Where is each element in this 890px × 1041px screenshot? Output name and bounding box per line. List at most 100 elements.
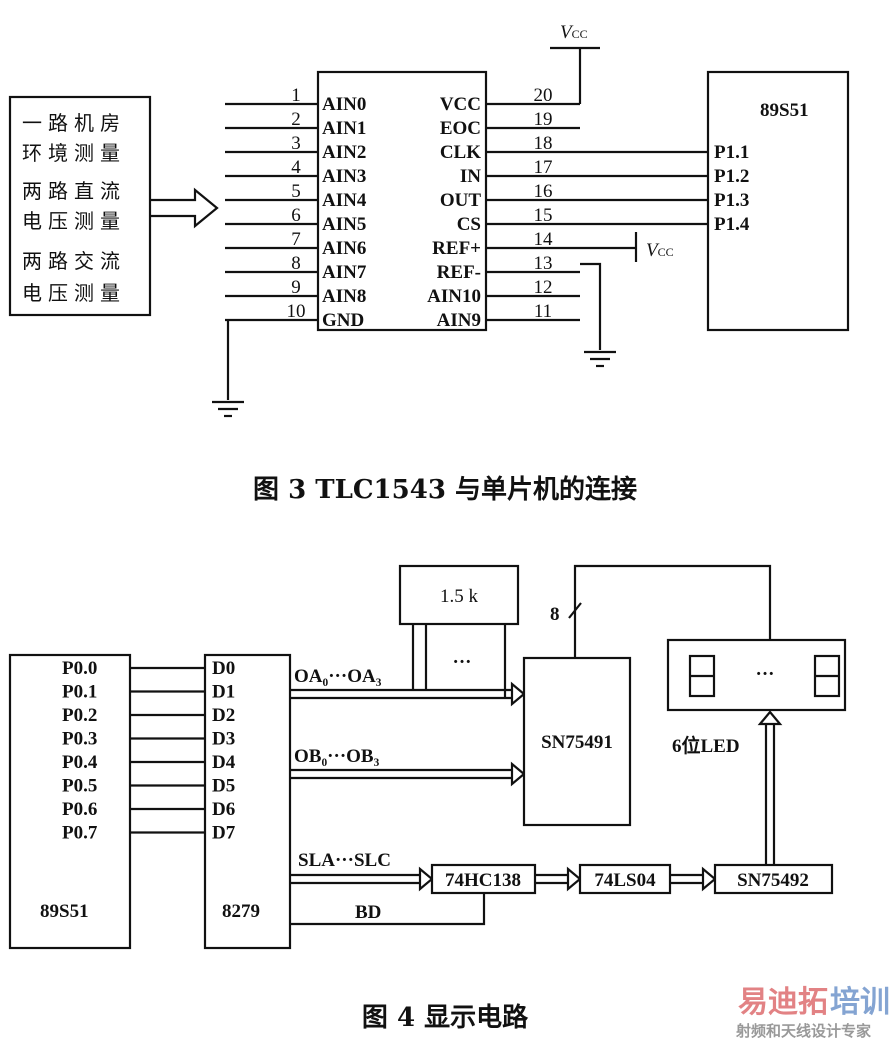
input-source-line: 两路直流 bbox=[22, 179, 126, 203]
ground-icon bbox=[582, 350, 618, 368]
driver-to-led-arrow bbox=[757, 710, 783, 865]
resistor-network-box bbox=[398, 564, 520, 626]
resistor-leads bbox=[411, 624, 507, 698]
74ls04-label: 74LS04 bbox=[594, 870, 656, 891]
sn75491-label: SN75491 bbox=[541, 732, 613, 753]
controller-pin-label: D3 bbox=[212, 729, 235, 750]
ob-label: OB₀···OB₃ bbox=[294, 746, 380, 767]
mcu-pin-label: P0.3 bbox=[62, 729, 97, 750]
svg-text:易迪拓: 易迪拓 bbox=[738, 985, 828, 1020]
input-source-line: 两路交流 bbox=[22, 249, 126, 273]
watermark-logo: 易迪拓 培训 射频和天线设计专家 bbox=[735, 985, 890, 1040]
figure-3-caption: 图 3 TLC1543 与单片机的连接 bbox=[253, 474, 637, 505]
pin-label: AIN1 bbox=[322, 118, 366, 139]
input-source-line: 环境测量 bbox=[22, 141, 126, 165]
pin-number: 18 bbox=[534, 133, 553, 154]
mcu-pin-label: P0.7 bbox=[62, 823, 98, 844]
sn75492-box bbox=[713, 863, 834, 895]
vcc-label: VCC bbox=[560, 22, 588, 43]
pin-number: 1 bbox=[291, 85, 301, 106]
mcu-89s51-box bbox=[706, 70, 850, 332]
input-source-line: 一路机房 bbox=[22, 111, 126, 135]
pin-label: EOC bbox=[440, 118, 481, 139]
mcu-pin-label: P1.3 bbox=[714, 190, 749, 211]
ob-bus-arrow bbox=[290, 761, 526, 787]
controller-pin-label: D0 bbox=[212, 658, 235, 679]
pin-label: AIN2 bbox=[322, 142, 366, 163]
input-source-line: 电压测量 bbox=[22, 281, 126, 305]
led-digit-icon bbox=[813, 654, 841, 698]
oa-label: OA₀···OA₃ bbox=[294, 666, 382, 687]
bus-slash bbox=[568, 602, 582, 619]
right-pins: 20VCC19EOC18CLK17IN16OUT15CS14REF+13REF-… bbox=[427, 85, 708, 331]
mcu-89s51-box bbox=[8, 653, 132, 950]
ground-icon bbox=[210, 400, 246, 418]
led-ellipsis: ··· bbox=[755, 664, 774, 685]
input-sources-box bbox=[8, 95, 152, 317]
sl-label: SLA···SLC bbox=[298, 850, 391, 871]
controller-pin-label: D1 bbox=[212, 682, 235, 703]
pin-label: CS bbox=[457, 214, 481, 235]
pin-label: AIN3 bbox=[322, 166, 366, 187]
pin-label: AIN9 bbox=[437, 310, 481, 331]
mcu-name: 89S51 bbox=[40, 901, 89, 922]
bus-width: 8 bbox=[550, 604, 560, 625]
pin-number: 17 bbox=[534, 157, 553, 178]
pin-number: 6 bbox=[291, 205, 301, 226]
pin-number: 14 bbox=[534, 229, 554, 250]
resistor-ellipsis: ··· bbox=[452, 652, 471, 673]
pin-number: 11 bbox=[534, 301, 552, 322]
sn75491-box bbox=[522, 656, 632, 827]
bd-label: BD bbox=[355, 902, 381, 923]
pin-number: 19 bbox=[534, 109, 553, 130]
mcu-pin-label: P0.5 bbox=[62, 776, 97, 797]
pin-label: VCC bbox=[440, 94, 481, 115]
mcu-pin-label: P0.2 bbox=[62, 705, 97, 726]
controller-pin-label: D2 bbox=[212, 705, 235, 726]
pin-number: 8 bbox=[291, 253, 301, 274]
figure-4-caption: 图 4 显示电路 bbox=[362, 1002, 529, 1033]
pin-number: 13 bbox=[534, 253, 553, 274]
controller-pin-label: D4 bbox=[212, 752, 236, 773]
pin-label: CLK bbox=[440, 142, 481, 163]
pin-label: OUT bbox=[440, 190, 482, 211]
led-label: 6位LED bbox=[672, 734, 740, 757]
mcu-pins: P1.1P1.2P1.3P1.4 bbox=[714, 142, 750, 235]
pin-label: AIN10 bbox=[427, 286, 481, 307]
controller-pin-label: D5 bbox=[212, 776, 235, 797]
decoder-to-inverter-arrow bbox=[535, 866, 582, 892]
inverter-to-driver-arrow bbox=[670, 866, 717, 892]
ref-minus-wire bbox=[580, 262, 602, 350]
pin-label: AIN5 bbox=[322, 214, 366, 235]
pin-number: 15 bbox=[534, 205, 553, 226]
mcu-pin-label: P0.1 bbox=[62, 682, 97, 703]
bd-wire bbox=[290, 893, 486, 926]
svg-text:培训: 培训 bbox=[830, 985, 890, 1020]
resistor-value: 1.5 k bbox=[440, 586, 479, 607]
pin-label: AIN4 bbox=[322, 190, 367, 211]
pin-number: 7 bbox=[291, 229, 301, 250]
controller-8279-box bbox=[203, 653, 292, 950]
74hc138-box bbox=[430, 863, 537, 895]
74ls04-box bbox=[578, 863, 672, 895]
svg-text:射频和天线设计专家: 射频和天线设计专家 bbox=[735, 1022, 871, 1040]
controller-name: 8279 bbox=[222, 901, 260, 922]
pin-number: 16 bbox=[534, 181, 553, 202]
oa-bus-arrow bbox=[290, 681, 526, 707]
sn75492-label: SN75492 bbox=[737, 870, 809, 891]
pin-label: REF- bbox=[437, 262, 481, 283]
pin-label: REF+ bbox=[432, 238, 481, 259]
sl-bus-arrow bbox=[290, 866, 434, 892]
tlc1543-chip bbox=[316, 70, 488, 332]
controller-pin-label: D7 bbox=[212, 823, 236, 844]
mcu-pin-label: P0.4 bbox=[62, 752, 98, 773]
74hc138-label: 74HC138 bbox=[445, 870, 521, 891]
pin-label: AIN7 bbox=[322, 262, 367, 283]
led-digit-icon bbox=[688, 654, 716, 698]
mcu-pin-label: P0.6 bbox=[62, 799, 97, 820]
